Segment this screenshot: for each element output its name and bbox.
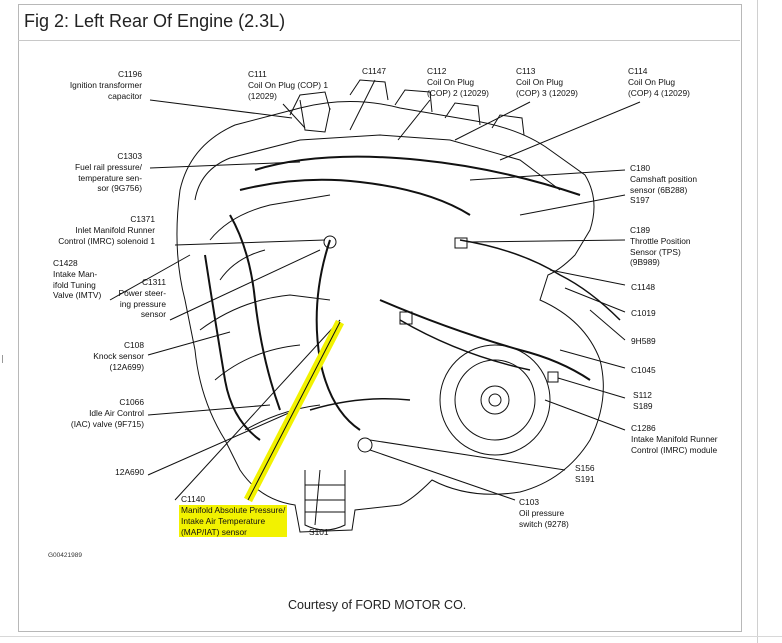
label-s112: S112 S189 bbox=[633, 390, 653, 411]
label-c108: C108 Knock sensor (12A699) bbox=[93, 340, 144, 372]
label-map-iat-sensor: Manifold Absolute Pressure/ Intake Air T… bbox=[179, 505, 288, 538]
label-c1066: C1066 Idle Air Control (IAC) valve (9F71… bbox=[70, 397, 144, 429]
page-divider bbox=[757, 0, 758, 643]
label-12a690: 12A690 bbox=[115, 467, 144, 477]
label-c1148: C1148 bbox=[631, 282, 656, 292]
label-c113: C113 Coil On Plug (COP) 3 (12029) bbox=[516, 66, 578, 98]
label-c1303: C1303 Fuel rail pressure/ temperature se… bbox=[74, 151, 142, 194]
label-c1019: C1019 bbox=[631, 308, 656, 318]
edge-mark bbox=[2, 355, 3, 363]
figure-frame bbox=[18, 4, 742, 632]
courtesy-credit: Courtesy of FORD MOTOR CO. bbox=[288, 598, 467, 612]
label-c112: C112 Coil On Plug (COP) 2 (12029) bbox=[427, 66, 489, 98]
label-c1428: C1428 Intake Man- ifold Tuning Valve (IM… bbox=[53, 258, 102, 301]
label-s101: S101 bbox=[309, 527, 329, 537]
drawing-code: G00421989 bbox=[48, 552, 82, 559]
label-c1286: C1286 Intake Manifold Runner Control (IM… bbox=[631, 423, 718, 455]
title-bar bbox=[18, 4, 740, 41]
label-c1311: C1311 Power steer- ing pressure sensor bbox=[118, 277, 166, 320]
label-9h589: 9H589 bbox=[631, 336, 656, 346]
label-c1196: C1196 Ignition transformer capacitor bbox=[69, 69, 142, 101]
bottom-divider bbox=[0, 636, 782, 637]
label-c111: C111 Coil On Plug (COP) 1 (12029) bbox=[248, 69, 329, 101]
label-c1147: C1147 bbox=[362, 66, 387, 76]
label-c1045: C1045 bbox=[631, 365, 656, 375]
label-c1371: C1371 Inlet Manifold Runner Control (IMR… bbox=[58, 214, 155, 246]
label-c180: C180 Camshaft position sensor (6B288) S1… bbox=[630, 163, 698, 206]
label-c103: C103 Oil pressure switch (9278) bbox=[519, 497, 569, 529]
label-c189: C189 Throttle Position Sensor (TPS) (9B9… bbox=[630, 225, 691, 268]
label-s156: S156 S191 bbox=[575, 463, 595, 484]
label-c1140: C1140 bbox=[181, 494, 206, 504]
figure-title: Fig 2: Left Rear Of Engine (2.3L) bbox=[24, 11, 286, 31]
label-c114: C114 Coil On Plug (COP) 4 (12029) bbox=[628, 66, 690, 98]
